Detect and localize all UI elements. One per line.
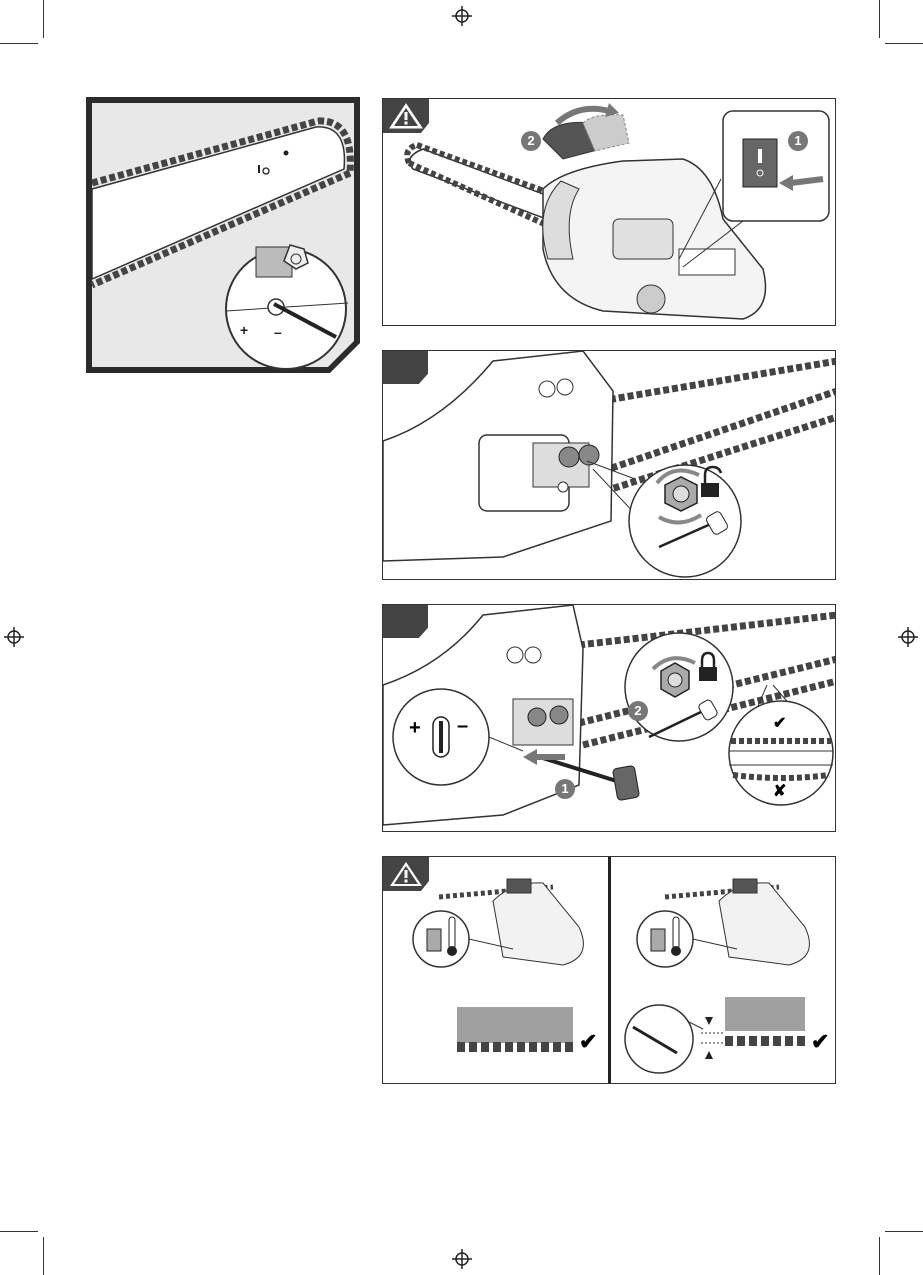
registration-mark-icon [4,627,24,647]
inset-chain-adjust-figure: + – [86,97,360,373]
panel-tension-adjust: 1 2 + – ✔ ✘ [382,604,836,832]
crop-mark [0,1231,38,1232]
crop-mark [43,1237,44,1275]
step-1-badge: 1 [788,131,808,151]
checkmark-icon: ✔ [811,1029,829,1055]
panel-switch-off: 1 2 [382,98,836,326]
step-2-badge: 2 [521,131,541,151]
checkmark-icon: ✔ [773,713,786,733]
registration-mark-icon [452,6,472,26]
crop-mark [879,1237,880,1275]
step-2-badge: 2 [628,701,648,721]
crop-mark [885,1231,923,1232]
checkmark-icon: ✔ [579,1029,597,1055]
crop-mark [885,43,923,44]
plus-symbol: + [240,322,248,338]
step-1-badge: 1 [555,779,575,799]
minus-symbol: – [457,715,468,738]
registration-mark-icon [898,627,918,647]
crop-mark [879,0,880,38]
crop-mark [0,43,38,44]
panel-temperature-check: ✔ ✔ [382,856,836,1084]
cross-icon: ✘ [773,781,786,801]
plus-symbol: + [409,717,421,740]
panel-loosen-nuts [382,350,836,580]
minus-symbol: – [274,324,282,340]
registration-mark-icon [452,1249,472,1269]
crop-mark [43,0,44,38]
